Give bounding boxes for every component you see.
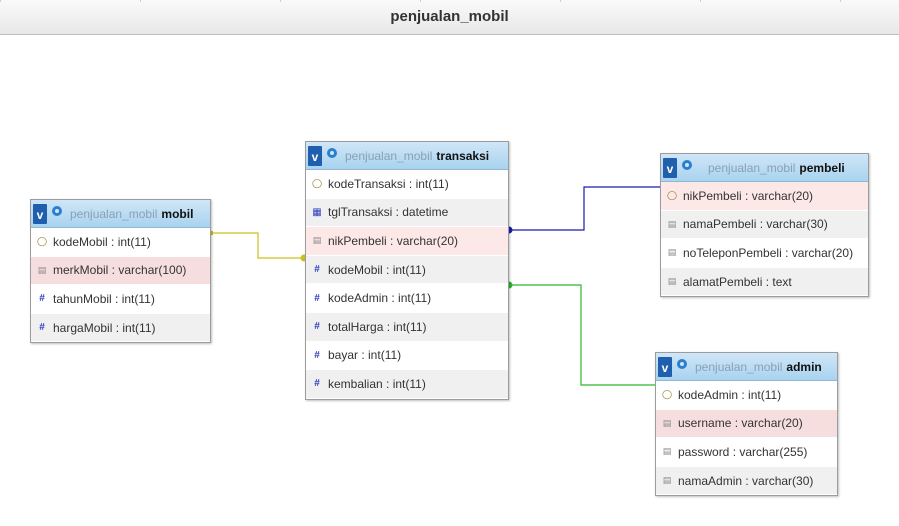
field-label: noTeleponPembeli : varchar(20) (683, 245, 854, 260)
field-label: kembalian : int(11) (328, 376, 426, 391)
field-row[interactable]: ▤ namaAdmin : varchar(30) (656, 466, 837, 496)
toggle-button[interactable]: v (33, 203, 47, 224)
table-transaksi[interactable]: v penjualan_mobil transaksi ◯ kodeTransak… (305, 141, 509, 400)
field-label: kodeMobil : int(11) (53, 234, 151, 249)
table-pembeli[interactable]: v penjualan_mobil pembeli ◯ nikPembeli : … (660, 153, 869, 298)
key-icon: ◯ (36, 236, 48, 247)
field-label: hargaMobil : int(11) (53, 320, 156, 335)
field-label: namaAdmin : varchar(30) (678, 473, 814, 488)
relation-mobil-transaksi (210, 232, 304, 259)
text-icon: ▤ (312, 235, 322, 246)
table-header[interactable]: v penjualan_mobil mobil (31, 200, 210, 228)
table-name[interactable]: pembeli (799, 160, 845, 175)
text-icon: ▤ (667, 276, 677, 287)
table-admin[interactable]: v penjualan_mobil admin ◯ kodeAdmin : int… (655, 352, 838, 497)
hash-icon: # (314, 292, 320, 304)
database-name: penjualan_mobil (70, 206, 158, 221)
table-name[interactable]: mobil (161, 206, 194, 221)
field-row[interactable]: # tahunMobil : int(11) (31, 285, 210, 314)
key-icon: ◯ (661, 389, 673, 400)
field-label: kodeAdmin : int(11) (678, 387, 782, 402)
text-icon: ▤ (662, 446, 672, 457)
field-row[interactable]: # totalHarga : int(11) (306, 312, 508, 342)
field-row[interactable]: ▤ merkMobil : varchar(100) (31, 256, 210, 286)
field-label: username : varchar(20) (678, 416, 803, 431)
field-row[interactable]: ▦ tglTransaksi : datetime (306, 198, 508, 228)
database-name: penjualan_mobil (345, 148, 433, 163)
field-row[interactable]: # kodeMobil : int(11) (306, 255, 508, 285)
relation-transaksi-pembeli (508, 186, 660, 231)
table-mobil[interactable]: v penjualan_mobil mobil ◯ kodeMobil : int… (30, 199, 211, 344)
field-label: password : varchar(255) (678, 444, 808, 459)
page-title: penjualan_mobil (390, 8, 509, 25)
designer-toolbar: penjualan_mobil (0, 0, 899, 35)
field-label: merkMobil : varchar(100) (53, 263, 187, 278)
toggle-button[interactable]: v (658, 356, 672, 377)
gear-icon[interactable] (325, 146, 339, 165)
key-icon: ◯ (311, 178, 323, 189)
field-label: nikPembeli : varchar(20) (328, 233, 459, 248)
hash-icon: # (39, 322, 45, 334)
key-icon: ◯ (666, 190, 678, 201)
field-label: tglTransaksi : datetime (328, 205, 449, 220)
field-label: nikPembeli : varchar(20) (683, 188, 814, 203)
field-row[interactable]: # bayar : int(11) (306, 342, 508, 371)
hash-icon: # (314, 349, 320, 361)
field-row[interactable]: # hargaMobil : int(11) (31, 313, 210, 343)
database-name: penjualan_mobil (695, 359, 783, 374)
relation-end-mobil (209, 231, 213, 235)
toggle-button[interactable]: v (663, 157, 677, 178)
field-row[interactable]: ▤ namaPembeli : varchar(30) (661, 210, 868, 240)
table-name[interactable]: transaksi (436, 148, 490, 163)
field-row[interactable]: ◯ nikPembeli : varchar(20) (661, 182, 868, 211)
field-label: kodeAdmin : int(11) (328, 291, 432, 306)
gear-icon[interactable] (675, 357, 689, 376)
field-label: totalHarga : int(11) (328, 319, 427, 334)
field-row[interactable]: # kodeAdmin : int(11) (306, 284, 508, 313)
field-label: kodeTransaksi : int(11) (328, 176, 449, 191)
field-row[interactable]: ▤ nikPembeli : varchar(20) (306, 227, 508, 256)
text-icon: ▤ (667, 247, 677, 258)
toolbar-divider (0, 0, 899, 2)
field-row[interactable]: ◯ kodeAdmin : int(11) (656, 381, 837, 410)
calendar-icon: ▦ (312, 206, 322, 218)
hash-icon: # (39, 293, 45, 305)
field-row[interactable]: ▤ noTeleponPembeli : varchar(20) (661, 239, 868, 268)
hash-icon: # (314, 264, 320, 276)
field-row[interactable]: ▤ username : varchar(20) (656, 409, 837, 439)
field-row[interactable]: ▤ alamatPembeli : text (661, 267, 868, 297)
gear-icon[interactable] (680, 158, 694, 177)
field-row[interactable]: ▤ password : varchar(255) (656, 438, 837, 467)
field-label: tahunMobil : int(11) (53, 291, 155, 306)
field-label: kodeMobil : int(11) (328, 262, 426, 277)
field-row[interactable]: ◯ kodeMobil : int(11) (31, 228, 210, 257)
field-label: alamatPembeli : text (683, 274, 792, 289)
relation-transaksi-admin (508, 284, 655, 386)
text-icon: ▤ (662, 475, 672, 486)
text-icon: ▤ (667, 218, 677, 229)
hash-icon: # (314, 378, 320, 390)
field-label: bayar : int(11) (328, 348, 402, 363)
text-icon: ▤ (37, 264, 47, 275)
table-header[interactable]: v penjualan_mobil transaksi (306, 142, 508, 170)
gear-icon[interactable] (50, 204, 64, 223)
text-icon: ▤ (662, 417, 672, 428)
field-label: namaPembeli : varchar(30) (683, 217, 828, 232)
field-row[interactable]: ◯ kodeTransaksi : int(11) (306, 170, 508, 199)
database-name: penjualan_mobil (708, 160, 796, 175)
toggle-button[interactable]: v (308, 145, 322, 166)
field-row[interactable]: # kembalian : int(11) (306, 370, 508, 399)
hash-icon: # (314, 321, 320, 333)
table-header[interactable]: v penjualan_mobil pembeli (661, 154, 868, 182)
table-name[interactable]: admin (786, 359, 822, 374)
table-header[interactable]: v penjualan_mobil admin (656, 353, 837, 381)
